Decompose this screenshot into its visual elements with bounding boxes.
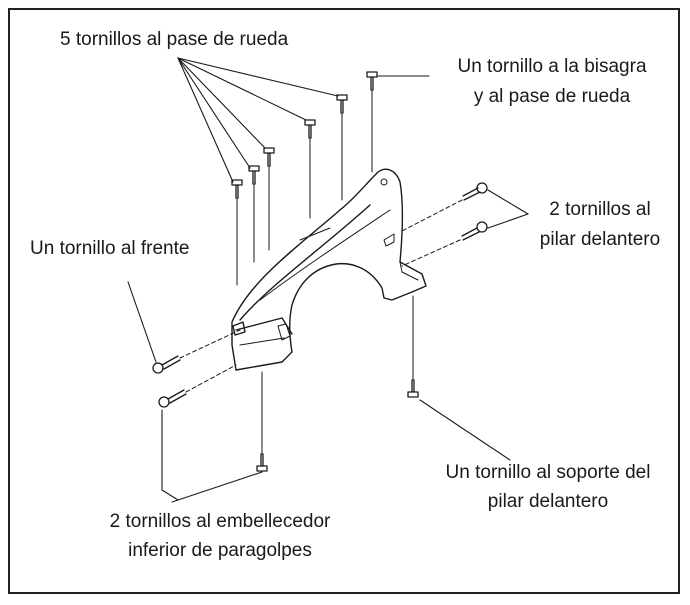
screw-icon [304, 119, 316, 139]
screw-icon [407, 379, 419, 398]
screw-icon [231, 179, 243, 199]
screw-icon [256, 453, 268, 472]
screw-icon [158, 389, 187, 408]
label-bumper-trim-line2: inferior de paragolpes [128, 540, 312, 561]
screw-icon [461, 221, 488, 241]
screw-icon [462, 182, 488, 201]
label-front-pillar-line1: 2 tornillos al [549, 199, 651, 220]
diagram-frame [8, 8, 680, 594]
alignment-lines [236, 89, 414, 455]
label-wheel-arch-screws: 5 tornillos al pase de rueda [60, 29, 289, 50]
screw-icon [152, 355, 181, 374]
label-bumper-trim-line1: 2 tornillos al embellecedor [109, 511, 331, 532]
label-pillar-support-line2: pilar delantero [487, 491, 609, 512]
label-hinge-screw-line1: Un tornillo a la bisagra [457, 56, 647, 77]
label-front-pillar-line2: pilar delantero [539, 229, 661, 250]
label-hinge-screw-line2: y al pase de rueda [473, 86, 631, 107]
front-fender [231, 168, 427, 371]
screw-icon [263, 147, 275, 167]
install-paths [179, 199, 463, 393]
screw-icon [336, 94, 348, 114]
label-front-screw: Un tornillo al frente [30, 238, 190, 259]
screw-icon [366, 71, 378, 91]
screw-icon [248, 165, 260, 185]
leader-lines [127, 57, 529, 503]
label-pillar-support-line1: Un tornillo al soporte del [445, 462, 651, 483]
screw-icons [152, 71, 488, 472]
